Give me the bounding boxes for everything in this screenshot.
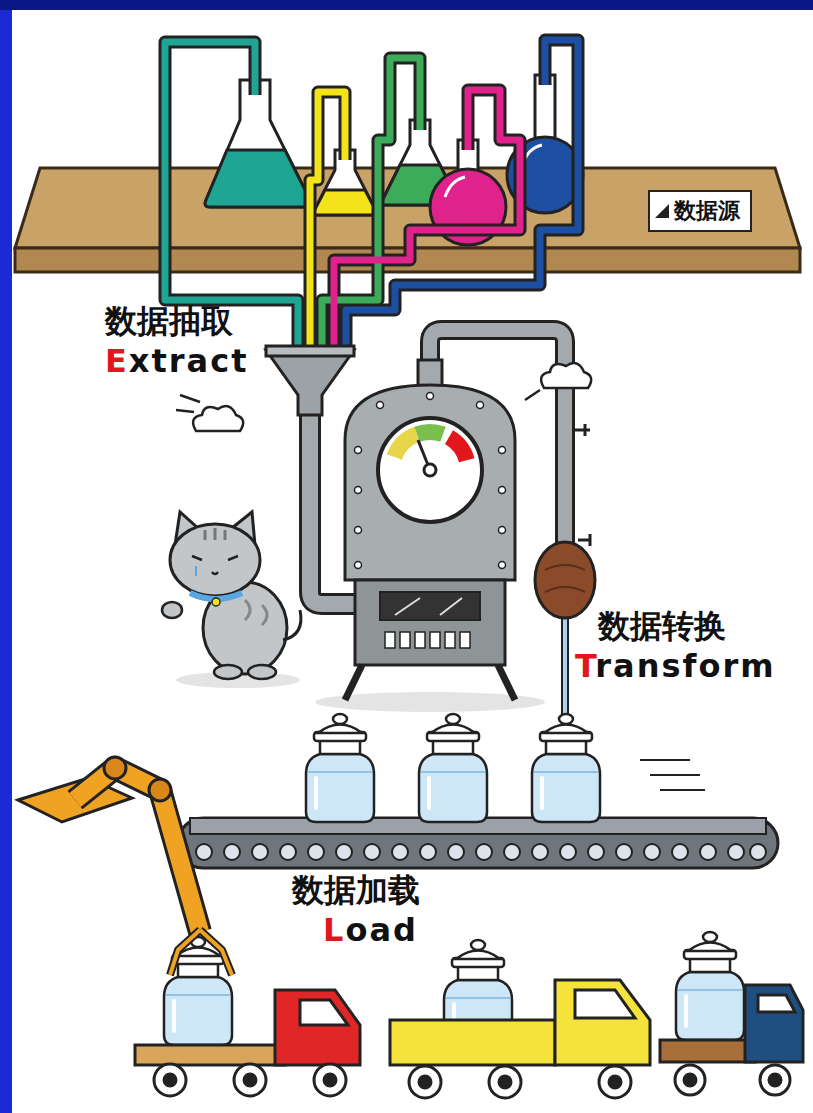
robot-arm [18,757,232,1045]
stage-name-en: Load [323,912,418,949]
stage-name: 数据加载 [292,872,420,909]
cat [162,512,301,688]
stage-name-en: Transform [575,648,776,685]
stage-name-en: Extract [105,343,248,380]
conveyor [178,714,778,868]
trucks [135,932,803,1098]
stage-name: 数据抽取 [105,303,233,340]
source-sign: 数据源 [648,190,752,232]
transform-machine [315,330,595,775]
stage-name: 数据转换 [598,608,726,645]
sign-text: 数据源 [674,196,740,226]
sign-triangle [655,204,669,218]
